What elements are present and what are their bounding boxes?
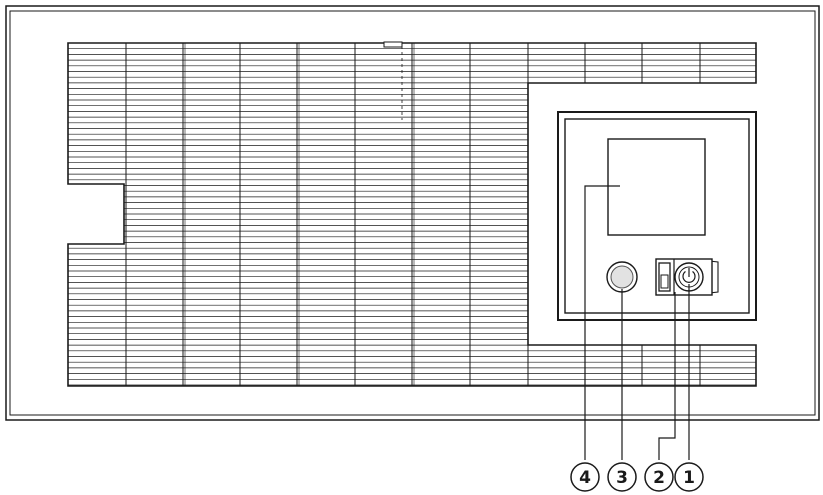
callout-circle-3	[607, 462, 637, 492]
grille-latch-tab	[383, 41, 403, 48]
chassis-inner-edge	[9, 10, 816, 416]
callout-2: 2	[644, 462, 674, 492]
lcd-display	[607, 138, 706, 236]
vent-grille	[67, 41, 757, 387]
callout-1: 1	[674, 462, 704, 492]
grille-dividers	[125, 43, 701, 386]
callout-label-2: 2	[653, 468, 665, 488]
callout-3: 3	[607, 462, 637, 492]
leader-lines	[584, 185, 690, 460]
callout-4: 4	[570, 462, 600, 492]
callout-label-1: 1	[683, 468, 695, 488]
control-panel	[557, 111, 757, 321]
control-panel-inner-frame	[564, 118, 750, 314]
power-icon	[682, 268, 696, 283]
leader-line-2	[658, 292, 676, 460]
callout-circle-4	[570, 462, 600, 492]
callout-circle-1	[674, 462, 704, 492]
leader-line-4	[584, 185, 620, 460]
callout-label-4: 4	[579, 468, 591, 488]
callout-circle-2	[644, 462, 674, 492]
chassis-outline	[5, 5, 820, 421]
led-indicator-window	[660, 274, 669, 289]
power-switch[interactable]	[655, 258, 719, 296]
callout-label-3: 3	[616, 468, 628, 488]
chassis-outer-edge	[5, 5, 820, 421]
function-button-cap	[610, 265, 634, 289]
